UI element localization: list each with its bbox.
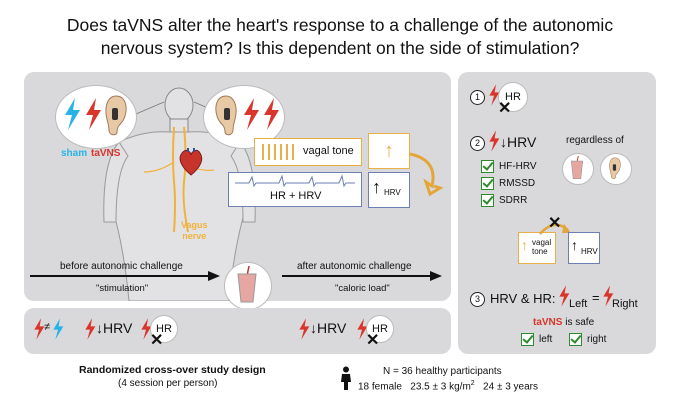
hrv-small-box: ↑ HRV — [568, 232, 600, 264]
tavns-lightning-icon — [603, 285, 614, 307]
safe-left-item: left — [521, 333, 552, 346]
vagus-nerve-label: Vagus nerve — [181, 220, 208, 241]
stimulation-label: "stimulation" — [96, 283, 149, 294]
up-arrow-icon: ↑ — [372, 177, 381, 197]
female-count: 18 female — [358, 381, 402, 393]
checkbox-icon — [481, 177, 494, 190]
vagal-tone-box — [254, 138, 362, 166]
before-challenge-label: before autonomic challenge — [60, 261, 183, 272]
tavns-lightning-icon — [489, 84, 500, 106]
heart-icon — [179, 148, 203, 176]
body-illustration — [93, 87, 265, 301]
sham-lightning-icon — [53, 318, 64, 340]
up-arrow-icon: ↑ — [521, 237, 528, 253]
tavns-lightning-icon — [299, 318, 310, 340]
demographics-line: 18 female 23.5 ± 3 kg/m2 24 ± 3 years — [358, 380, 539, 393]
right-label: Right — [612, 298, 638, 310]
checkbox-icon — [481, 160, 494, 173]
cross-icon: ✕ — [150, 332, 164, 349]
hrv-small-label: HRV — [581, 247, 598, 256]
regardless-label: regardless of — [566, 135, 624, 146]
safe-right-item: right — [569, 333, 606, 346]
bmi-value: 23.5 ± 3 kg/m — [410, 381, 471, 393]
ecg-trace — [235, 174, 355, 188]
after-arrow — [282, 271, 442, 281]
check-item-hf-hrv: HF-HRV — [481, 160, 537, 173]
hr-circle: HR — [366, 315, 394, 343]
cross-icon: ✕ — [366, 332, 380, 349]
up-arrow-icon: ↑ — [571, 237, 578, 253]
title: Does taVNS alter the heart's response to… — [0, 14, 680, 60]
smoothie-icon — [237, 266, 257, 303]
caloric-load-label: "caloric load" — [335, 283, 390, 294]
item3-label: HRV & HR: — [490, 291, 556, 306]
age-value: 24 ± 3 years — [483, 381, 539, 393]
hr-circle: HR — [150, 315, 178, 343]
safety-line: taVNS is safe — [533, 317, 595, 328]
not-equal-symbol: ≠ — [44, 321, 51, 333]
checkbox-icon — [481, 194, 494, 207]
down-hrv-label: ↓HRV — [310, 320, 347, 336]
study-design-subtitle: (4 session per person) — [118, 378, 218, 389]
hrv-small-label: HRV — [384, 188, 401, 197]
sham-lightning-icon — [65, 98, 80, 130]
title-line-2: nervous system? Is this dependent on the… — [100, 38, 580, 58]
hr-hrv-label: HR + HRV — [270, 190, 322, 202]
curved-arrow-icon — [539, 223, 571, 235]
after-challenge-label: after autonomic challenge — [297, 261, 412, 272]
check-item-rmssd: RMSSD — [481, 177, 535, 190]
vagal-small-label: vagal tone — [532, 238, 552, 256]
ear-icon — [215, 95, 237, 136]
number-badge: 3 — [470, 292, 485, 307]
before-arrow — [30, 271, 220, 281]
down-hrv-label: ↓HRV — [500, 134, 537, 150]
cross-icon: ✕ — [548, 215, 562, 232]
check-item-sdrr: SDRR — [481, 194, 527, 207]
left-label: Left — [569, 298, 588, 310]
tavns-safe-label: taVNS — [533, 317, 563, 328]
number-badge: 2 — [470, 136, 485, 151]
smoothie-icon — [570, 156, 584, 180]
tavns-lightning-icon — [559, 285, 570, 307]
study-design-title: Randomized cross-over study design — [79, 364, 266, 376]
ear-icon — [105, 95, 127, 136]
tavns-lightning-icon — [86, 98, 101, 130]
tavns-lightning-icon — [34, 318, 45, 340]
results-panel — [458, 72, 656, 354]
vagal-tone-label: vagal tone — [303, 145, 354, 157]
checkbox-icon — [521, 333, 534, 346]
hrv-up-box: ↑ HRV — [368, 172, 410, 208]
title-line-1: Does taVNS alter the heart's response to… — [66, 15, 614, 35]
tavns-lightning-icon — [357, 318, 368, 340]
cross-icon: ✕ — [498, 100, 512, 117]
curved-arrow-icon — [409, 152, 444, 197]
up-arrow-icon: ↑ — [384, 140, 394, 162]
sham-label: sham — [61, 148, 88, 159]
number-badge: 1 — [470, 90, 485, 105]
participants-label: N = 36 healthy participants — [383, 366, 502, 377]
tavns-lightning-icon — [141, 318, 152, 340]
tavns-lightning-icon — [264, 98, 279, 130]
hr-hrv-box — [228, 172, 362, 207]
equals-sign: = — [592, 290, 600, 305]
tavns-lightning-icon — [85, 318, 96, 340]
vagal-tone-small-box: ↑ vagal tone — [518, 232, 556, 264]
tavns-lightning-icon — [489, 130, 500, 152]
person-icon — [341, 366, 351, 390]
tavns-lightning-icon — [244, 98, 259, 130]
down-hrv-label: ↓HRV — [96, 320, 133, 336]
checkbox-icon — [569, 333, 582, 346]
vagal-up-box: ↑ — [368, 133, 410, 169]
tavns-label: taVNS — [91, 148, 121, 159]
ear-icon — [609, 157, 621, 179]
hr-circle: HR — [498, 82, 528, 112]
vagal-tone-bars — [262, 144, 294, 160]
